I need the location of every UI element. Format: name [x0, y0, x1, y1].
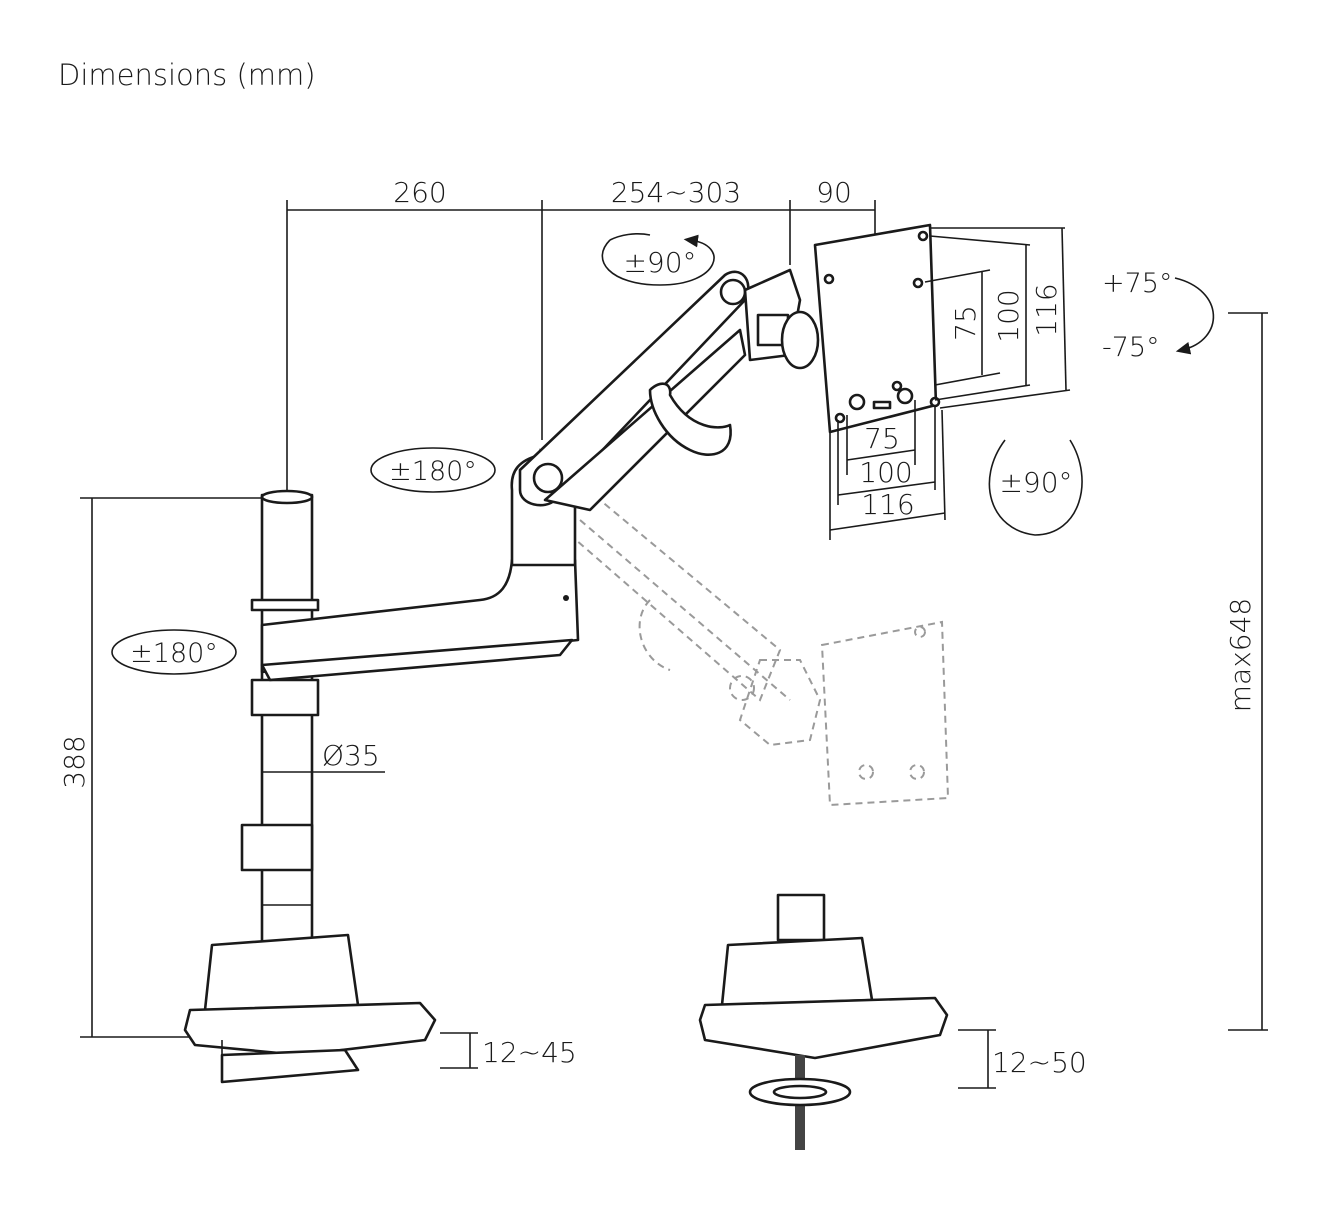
screen-rotation-indicator — [988, 439, 1083, 536]
vesa-horizontal-75: 75 — [864, 422, 900, 455]
elbow-swivel-indicator — [370, 447, 496, 493]
vesa-plate — [813, 223, 941, 434]
lower-arm — [260, 558, 580, 682]
dim-arm-base-length: 260 — [393, 176, 446, 209]
vesa-vertical-100: 100 — [992, 289, 1025, 342]
vesa-horizontal-116: 116 — [861, 488, 914, 521]
page-title: Dimensions (mm) — [58, 58, 316, 92]
clamp-thickness-dimension-lines — [440, 1032, 478, 1069]
pole-diameter-label: Ø35 — [322, 739, 380, 772]
tilt-up-label: +75° — [1102, 268, 1172, 299]
top-dimension-lines — [286, 200, 876, 495]
vesa-vertical-75: 75 — [949, 305, 982, 341]
head-swivel-label: ±90° — [623, 246, 696, 279]
vesa-horizontal-dimension-lines — [829, 400, 946, 540]
tilt-down-label: -75° — [1102, 332, 1160, 363]
grommet-thickness-label: 12~50 — [992, 1046, 1087, 1079]
elbow-swivel-label: ±180° — [389, 456, 477, 487]
grommet-base — [698, 893, 949, 1150]
max-height-dimension-lines — [1228, 312, 1268, 1031]
max-height-label: max648 — [1224, 598, 1257, 712]
head-swivel-indicator — [601, 233, 715, 286]
dim-arm-upper-length: 254~303 — [611, 176, 741, 209]
desk-clamp-base — [183, 933, 437, 1084]
clamp-thickness-label: 12~45 — [482, 1036, 577, 1069]
grommet-thickness-dimension-lines — [958, 1029, 996, 1089]
pole-height-dimension-lines — [80, 497, 262, 1038]
pole-height-label: 388 — [58, 735, 91, 788]
tilt-indicator — [1174, 277, 1215, 355]
dim-head-depth: 90 — [816, 176, 852, 209]
vesa-horizontal-100: 100 — [859, 456, 912, 489]
vesa-vertical-dimension-lines — [924, 227, 1071, 409]
base-swivel-indicator — [111, 629, 237, 675]
base-swivel-label: ±180° — [130, 638, 218, 669]
pole — [240, 489, 320, 947]
screen-rotation-label: ±90° — [999, 466, 1072, 499]
upper-arm — [510, 268, 820, 567]
vesa-vertical-116: 116 — [1030, 283, 1063, 336]
